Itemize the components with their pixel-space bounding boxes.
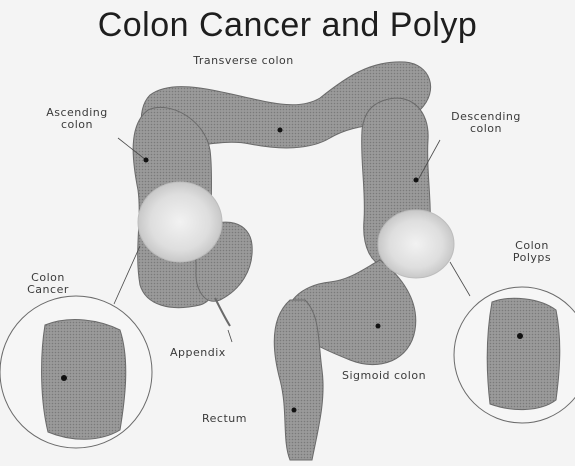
rectum-shape — [274, 300, 323, 460]
leader-appendix — [228, 330, 232, 342]
label-appendix: Appendix — [170, 347, 226, 359]
dot-polyp — [517, 333, 523, 339]
leader-cancer-left — [114, 246, 140, 304]
label-ascending-line2: colon — [32, 119, 122, 131]
label-colon-cancer: Colon Cancer — [18, 272, 78, 296]
dot-descending — [414, 178, 419, 183]
polyp-inset-segment — [487, 298, 560, 409]
label-polyps-line2: Polyps — [502, 252, 562, 264]
label-descending-colon: Descending colon — [436, 111, 536, 135]
label-transverse-colon: Transverse colon — [176, 55, 311, 67]
label-rectum: Rectum — [202, 413, 247, 425]
leader-polyp-right — [450, 262, 470, 296]
label-colon-polyps: Colon Polyps — [502, 240, 562, 264]
label-descending-line2: colon — [436, 123, 536, 135]
colon-polyp-lesion — [378, 210, 454, 278]
dot-ascending — [144, 158, 149, 163]
dot-rectum — [292, 408, 297, 413]
page-title: Colon Cancer and Polyp — [0, 6, 575, 45]
label-cancer-line2: Cancer — [18, 284, 78, 296]
colon-cancer-lesion — [138, 182, 222, 262]
dot-sigmoid — [376, 324, 381, 329]
dot-transverse — [278, 128, 283, 133]
dot-cancer — [61, 375, 67, 381]
cancer-inset-segment — [42, 320, 126, 440]
label-sigmoid-colon: Sigmoid colon — [342, 370, 426, 382]
appendix-shape — [215, 298, 230, 326]
label-ascending-colon: Ascending colon — [32, 107, 122, 131]
